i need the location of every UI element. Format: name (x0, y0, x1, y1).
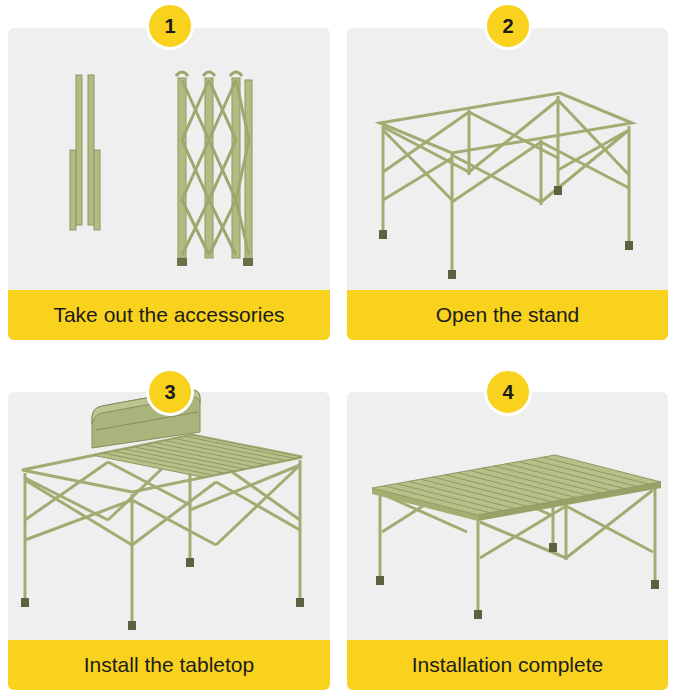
step-caption-bar: Install the tabletop (8, 640, 330, 690)
step-number-circle: 3 (146, 368, 194, 416)
table-parts (70, 75, 252, 260)
tabletop (372, 455, 661, 515)
step-number: 1 (164, 15, 175, 38)
step-caption-bar: Open the stand (347, 290, 668, 340)
step-caption: Install the tabletop (84, 653, 254, 677)
step-caption-bar: Take out the accessories (8, 290, 330, 340)
step-panel (347, 28, 668, 340)
step-caption: Installation complete (412, 653, 603, 677)
step-caption: Take out the accessories (53, 303, 284, 327)
step-number-circle: 1 (146, 2, 194, 50)
feet (177, 258, 253, 266)
step-number: 2 (502, 15, 513, 38)
feet (379, 186, 633, 279)
tabletop (22, 435, 302, 492)
step-number: 4 (502, 381, 513, 404)
step-panel (347, 392, 668, 690)
feet (376, 543, 659, 619)
step-caption-bar: Installation complete (347, 640, 668, 690)
step-caption: Open the stand (436, 303, 580, 327)
step-panel (8, 28, 330, 340)
open-stand (380, 93, 632, 272)
step-number: 3 (164, 381, 175, 404)
folded-frame (176, 72, 249, 255)
feet (21, 558, 304, 630)
step-number-circle: 2 (484, 2, 532, 50)
step-number-circle: 4 (484, 368, 532, 416)
